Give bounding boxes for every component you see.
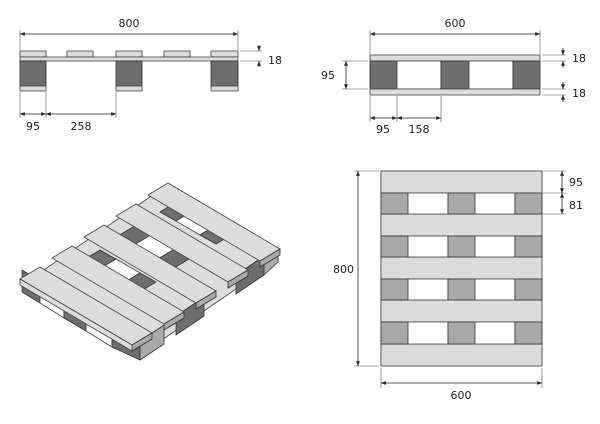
side-view: 600 18 18 95 95 158 [321,17,586,136]
plan-board-2 [380,213,543,237]
plan-gap-row-2 [380,235,543,258]
front-width-label: 800 [119,17,140,30]
front-block-middle [115,60,143,87]
plan-gap-row-4 [380,321,543,345]
front-thickness-label: 18 [268,54,282,67]
plan-gap-row-3 [380,278,543,301]
front-view: 800 18 95 258 [19,17,282,133]
plan-view: 95 81 800 600 [333,170,583,402]
side-block-middle [440,60,470,90]
isometric-view [19,182,281,361]
side-height-label: 95 [321,69,335,82]
front-block-right [210,60,239,87]
plan-board-gap-label: 81 [569,199,583,212]
plan-board-5 [380,343,543,367]
front-gap-label: 258 [71,120,92,133]
side-width-label: 600 [445,17,466,30]
plan-board-1 [380,170,543,194]
side-gap-label: 158 [409,123,430,136]
side-block-width-label: 95 [376,123,390,136]
front-block-width-label: 95 [26,120,40,133]
side-bottom-thickness-label: 18 [572,87,586,100]
plan-board-3 [380,256,543,280]
plan-gap-row-1 [380,192,543,215]
plan-length-label: 800 [333,263,354,276]
plan-board-width-label: 95 [569,176,583,189]
plan-width-label: 600 [451,389,472,402]
plan-board-4 [380,299,543,323]
side-block-right [512,60,541,90]
side-block-left [369,60,398,90]
side-top-thickness-label: 18 [572,52,586,65]
front-block-left [19,60,47,87]
